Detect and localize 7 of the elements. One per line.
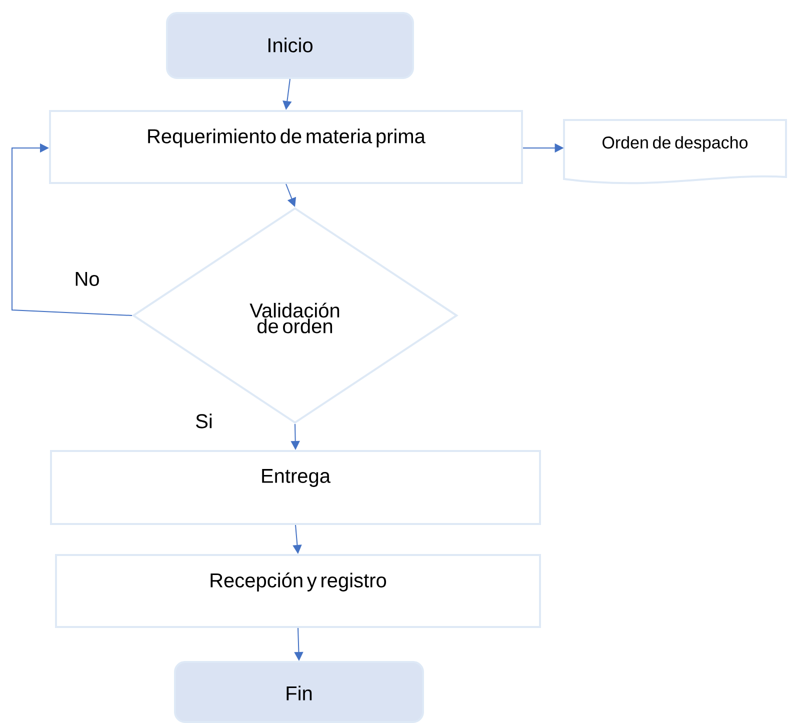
edge-label: No (73, 271, 101, 287)
process-box: Entrega (50, 450, 541, 525)
process-box: Requerimiento de materia prima (49, 110, 523, 184)
process-box: Recepción y registro (55, 554, 541, 628)
terminal-box: Inicio (166, 12, 414, 79)
terminal-box: Fin (174, 661, 424, 723)
arrow (12, 143, 132, 316)
